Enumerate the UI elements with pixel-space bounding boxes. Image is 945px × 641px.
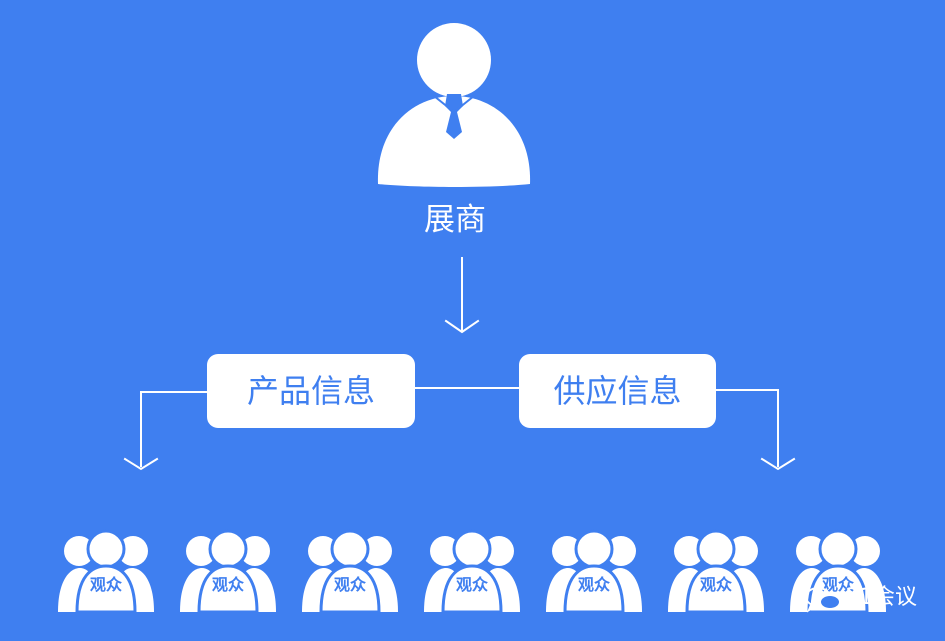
top-arrow-head — [444, 319, 480, 334]
audience-item: 观众 — [668, 528, 764, 612]
exhibitor-person-icon — [376, 22, 532, 188]
audience-item: 观众 — [790, 528, 886, 612]
audience-group-icon — [546, 529, 642, 612]
audience-group-icon — [302, 529, 398, 612]
audience-label: 观众 — [577, 575, 610, 594]
supply-info-box: 供应信息 — [519, 354, 716, 428]
audience-label: 观众 — [333, 575, 366, 594]
audience-label: 观众 — [89, 575, 122, 594]
left-branch-line — [140, 391, 208, 467]
exhibitor-label: 展商 — [424, 202, 486, 238]
audience-item: 观众 — [546, 528, 642, 612]
audience-row: 观众 观众 观众 观众 观众 观众 观众 — [0, 528, 945, 618]
watermark-text: 31会议 — [845, 585, 917, 610]
right-branch-line — [715, 389, 779, 467]
audience-group-icon — [424, 529, 520, 612]
audience-group-icon — [668, 529, 764, 612]
product-info-box: 产品信息 — [207, 354, 415, 428]
watermark: 31会议 — [800, 581, 940, 615]
audience-item: 观众 — [58, 528, 154, 612]
right-arrow-head — [760, 457, 796, 471]
audience-group-icon — [790, 529, 886, 612]
audience-group-icon — [180, 529, 276, 612]
audience-label: 观众 — [699, 575, 732, 594]
left-arrow-head — [123, 457, 159, 471]
audience-label: 观众 — [455, 575, 488, 594]
audience-item: 观众 — [424, 528, 520, 612]
audience-item: 观众 — [180, 528, 276, 612]
wechat-icon — [805, 587, 841, 613]
audience-item: 观众 — [302, 528, 398, 612]
audience-group-icon — [58, 529, 154, 612]
audience-label: 观众 — [821, 575, 854, 594]
audience-label: 观众 — [211, 575, 244, 594]
